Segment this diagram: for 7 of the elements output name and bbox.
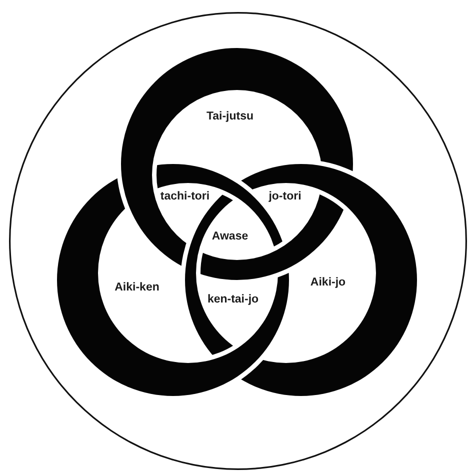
ring-label: Aiki-jo — [310, 276, 346, 290]
ring-label: Aiki-ken — [114, 281, 160, 295]
overlap-label: Awase — [212, 230, 248, 244]
overlap-label: ken-tai-jo — [207, 293, 259, 307]
overlap-label: tachi-tori — [160, 190, 210, 204]
ring-label: Tai-jutsu — [206, 110, 254, 124]
overlap-label: jo-tori — [268, 190, 302, 204]
